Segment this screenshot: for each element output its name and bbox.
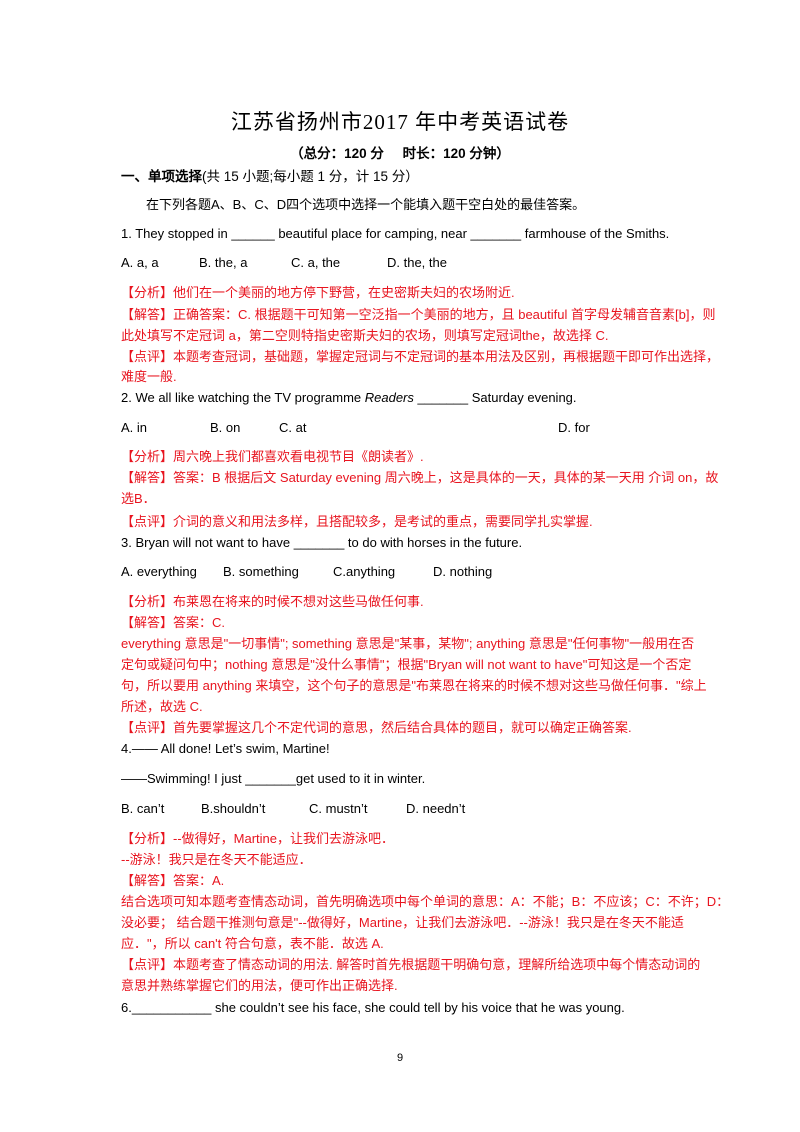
q3-comment: 【点评】首先要掌握这几个不定代词的意思，然后结合具体的题目，就可以确定正确答案. xyxy=(121,720,632,735)
q4-option-d: D. needn’t xyxy=(406,801,466,816)
q4-option-c: C. mustn’t xyxy=(309,801,368,816)
q3-answer: 【解答】答案：C. xyxy=(121,615,226,630)
q1-option-b: B. the, a xyxy=(199,255,248,270)
q3-option-b: B. something xyxy=(223,564,299,579)
q4-stem-line-1: 4.—— All done! Let’s swim, Martine! xyxy=(121,741,330,756)
q2-stem-start: 2. We all like watching the TV programme xyxy=(121,390,365,405)
q3-explanation-line-3: 句，所以要用 anything 来填空，这个句子的意思是"布莱恩在将来的时候不想… xyxy=(121,678,707,693)
q2-stem-programme: Readers xyxy=(364,390,414,405)
q3-analysis: 【分析】布莱恩在将来的时候不想对这些马做任何事. xyxy=(121,594,424,609)
q1-option-d: D. the, the xyxy=(387,255,447,270)
q1-stem: 1. They stopped in ______ beautiful plac… xyxy=(121,226,670,241)
q2-stem-end: _______ Saturday evening. xyxy=(413,390,577,405)
q4-comment-line-2: 意思并熟练掌握它们的用法，便可作出正确选择. xyxy=(121,978,398,993)
q2-analysis: 【分析】周六晚上我们都喜欢看电视节目《朗读者》. xyxy=(121,449,424,464)
q1-comment-line-1: 【点评】本题考查冠词，基础题，掌握定冠词与不定冠词的基本用法及区别，再根据题干即… xyxy=(121,349,720,364)
q4-analysis-line-1: 【分析】--做得好，Martine，让我们去游泳吧． xyxy=(121,831,395,846)
section-instruction: 在下列各题A、B、C、D四个选项中选择一个能填入题干空白处的最佳答案。 xyxy=(146,197,586,212)
q2-answer-line-2: 选B． xyxy=(121,491,156,506)
q4-explanation-line-2: 没必要； 结合题干推测句意是"--做得好，Martine，让我们去游泳吧．--游… xyxy=(121,915,684,930)
q1-analysis: 【分析】他们在一个美丽的地方停下野营，在史密斯夫妇的农场附近. xyxy=(121,285,515,300)
q4-comment-line-1: 【点评】本题考查了情态动词的用法. 解答时首先根据题干明确句意，理解所给选项中每… xyxy=(121,957,701,972)
q3-stem: 3. Bryan will not want to have _______ t… xyxy=(121,535,523,550)
q1-option-c: C. a, the xyxy=(291,255,341,270)
exam-title: 江苏省扬州市2017 年中考英语试卷 xyxy=(230,110,570,134)
q2-comment: 【点评】介词的意义和用法多样，且搭配较多，是考试的重点，需要同学扎实掌握. xyxy=(121,514,593,529)
section-heading-note: (共 15 小题;每小题 1 分，计 15 分） xyxy=(202,169,419,184)
q3-option-d: D. nothing xyxy=(433,564,493,579)
exam-subtitle: （总分：120 分 时长：120 分钟） xyxy=(290,146,510,161)
section-heading: 一、单项选择 xyxy=(121,169,202,184)
q6-stem: 6.___________ she couldn’t see his face,… xyxy=(121,1000,625,1015)
q4-analysis-line-2: --游泳！我只是在冬天不能适应． xyxy=(121,852,312,867)
q4-answer: 【解答】答案：A. xyxy=(121,873,225,888)
q3-explanation-line-2: 定句或疑问句中；nothing 意思是"没什么事情"；根据"Bryan will… xyxy=(121,657,692,672)
q2-answer-line-1: 【解答】答案：B 根据后文 Saturday evening 周六晚上，这是具体… xyxy=(121,470,719,485)
q2-option-b: B. on xyxy=(210,420,241,435)
q1-answer-line-2: 此处填写不定冠词 a，第二空则特指史密斯夫妇的农场，则填写定冠词the，故选择 … xyxy=(121,328,609,343)
q3-option-a: A. everything xyxy=(121,564,197,579)
q2-option-d: D. for xyxy=(558,420,590,435)
q1-answer-line-1: 【解答】正确答案：C. 根据题干可知第一空泛指一个美丽的地方，且 beautif… xyxy=(121,307,716,322)
q2-option-a: A. in xyxy=(121,420,148,435)
q3-option-c: C.anything xyxy=(333,564,396,579)
page-number: 9 xyxy=(396,1052,404,1064)
q3-explanation-line-4: 所述，故选 C. xyxy=(121,699,203,714)
q1-option-a: A. a, a xyxy=(121,255,159,270)
q2-option-c: C. at xyxy=(279,420,307,435)
section-heading-line: 一、单项选择(共 15 小题;每小题 1 分，计 15 分） xyxy=(121,168,419,186)
q3-explanation-line-1: everything 意思是"一切事情"; something 意思是"某事，某… xyxy=(121,636,695,651)
q2-stem: 2. We all like watching the TV programme… xyxy=(121,389,577,407)
q4-explanation-line-3: 应．"，所以 can't 符合句意，表不能．故选 A. xyxy=(121,936,384,951)
q4-stem-line-2: ——Swimming! I just _______get used to it… xyxy=(121,771,426,786)
q1-comment-line-2: 难度一般. xyxy=(121,369,177,384)
q4-option-a: B. can’t xyxy=(121,801,165,816)
q4-explanation-line-1: 结合选项可知本题考查情态动词，首先明确选项中每个单词的意思：A：不能；B：不应该… xyxy=(121,894,730,909)
q4-option-b: B.shouldn’t xyxy=(201,801,266,816)
